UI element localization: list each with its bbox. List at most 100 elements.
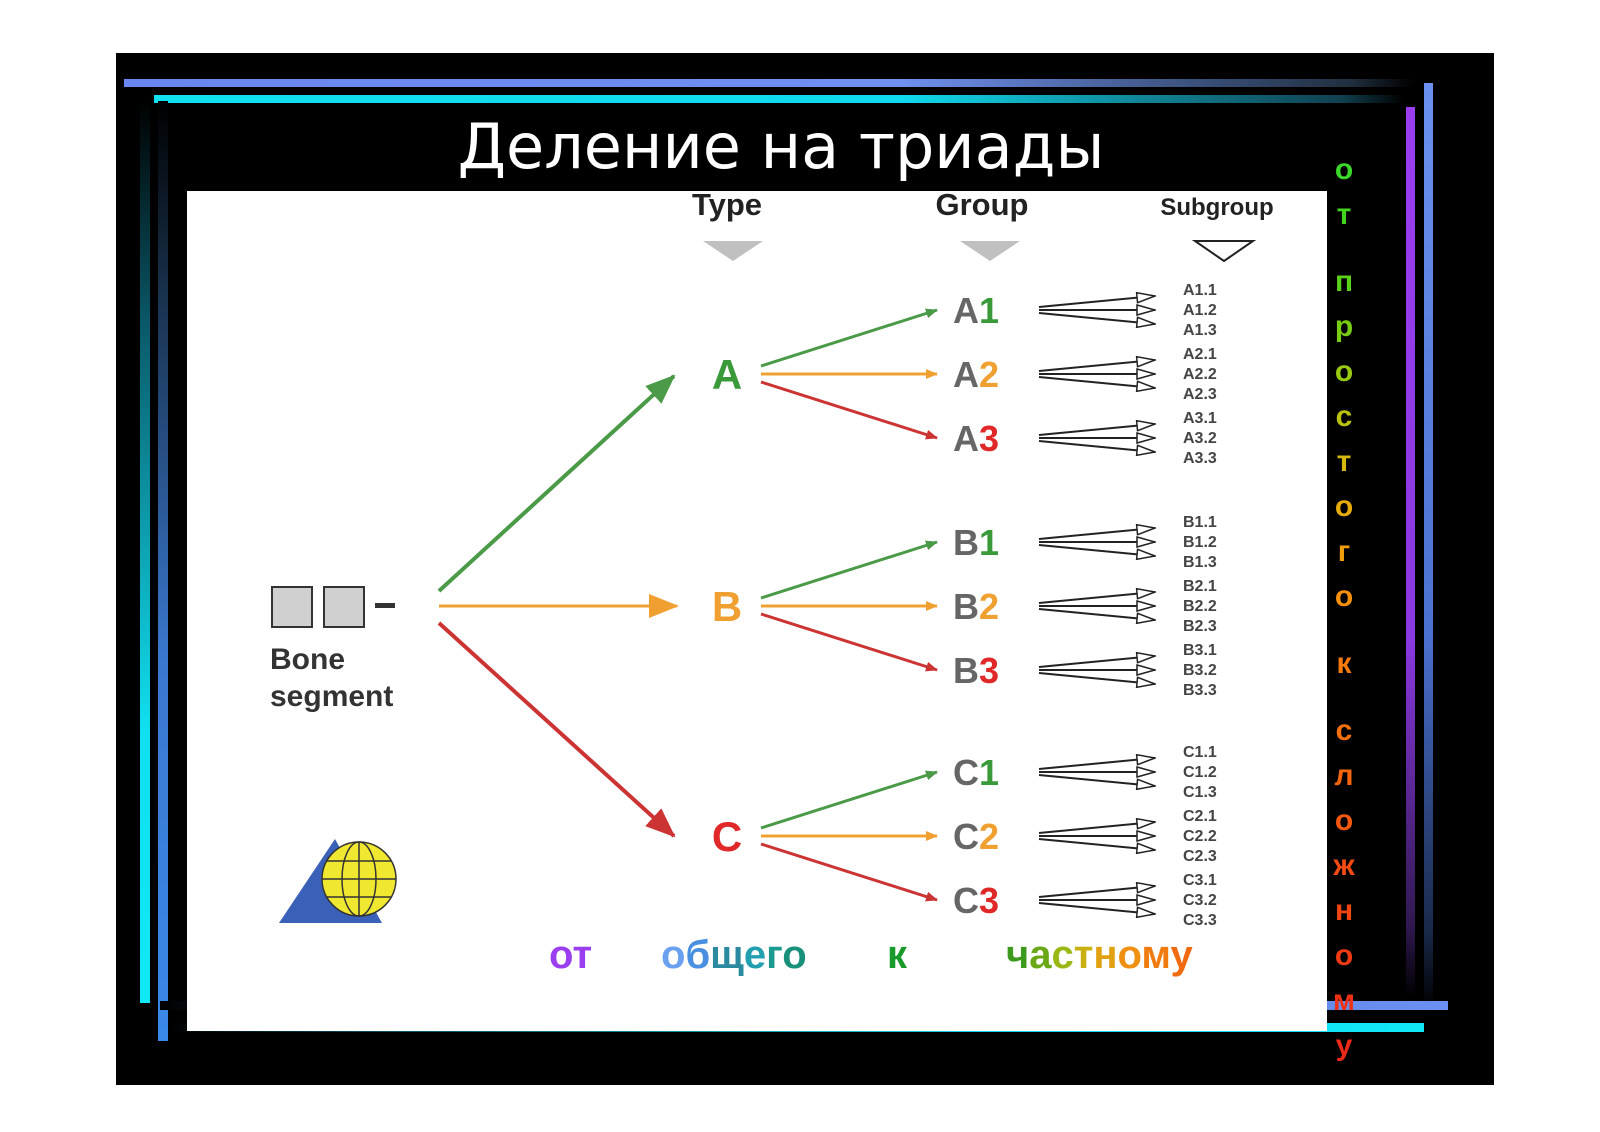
group-c1-subgroup-arrow-3 [1038,774,1155,786]
header-subgroup-marker-icon [1191,240,1257,263]
group-b1-subgroup-arrow-3 [1038,544,1155,556]
subgroup-label: C1.1 [1183,744,1217,761]
classification-panel: Type Group Subgroup Bone segment [187,191,1327,1031]
bone-segment-box-2 [323,586,365,628]
vertical-phrase-letter: о [1334,939,1354,972]
group-a2-subgroup-arrow-1 [1038,360,1155,372]
vertical-phrase-letter: к [1336,647,1352,680]
bottom-phrase-word: от [549,933,593,977]
group-a2: A2 [953,354,999,395]
frame-bar-top-1 [124,79,1414,87]
subgroup-label: C3.3 [1183,912,1217,929]
vertical-phrase-letter: с [1335,714,1353,747]
subgroup-label: C1.3 [1183,784,1217,801]
vertical-phrase-letter: т [1336,198,1352,231]
subgroup-label: C2.3 [1183,848,1217,865]
type-a: A [712,351,742,398]
subgroup-label: C2.2 [1183,828,1217,845]
vertical-phrase-gap [1328,686,1360,708]
group-c1-subgroup-arrow-1 [1038,758,1155,770]
subgroup-label: A2.1 [1183,346,1217,363]
type-c-to-group-3-arrow [760,842,938,902]
subgroup-label: A1.2 [1183,302,1217,319]
bottom-phrase-letter: о [661,933,686,977]
vertical-phrase-letter: о [1334,490,1354,523]
vertical-phrase-letter: п [1334,265,1354,298]
type-c: C [712,813,742,860]
group-b3-subgroup-arrow-3 [1038,672,1155,684]
bottom-phrase-letter: щ [710,933,744,977]
frame-bar-right-1 [1406,107,1415,997]
subgroup-label: A1.3 [1183,322,1217,339]
subgroup-label: C3.2 [1183,892,1217,909]
type-c-to-group-1-arrow [760,770,938,830]
subgroup-label: C2.1 [1183,808,1217,825]
group-a3: A3 [953,418,999,459]
bottom-phrase-letter: м [1141,933,1171,977]
header-group: Group [936,191,1029,222]
header-type: Type [692,191,762,222]
frame-bar-left-1 [140,101,150,1003]
bottom-phrase-letter: у [1170,933,1193,977]
group-c2-subgroup-arrow-3 [1038,838,1155,850]
subgroup-label: B2.1 [1183,578,1217,595]
bottom-phrase-letter: о [1117,933,1142,977]
subgroup-label: C3.1 [1183,872,1217,889]
group-b1-subgroup-arrow-1 [1038,528,1155,540]
bottom-phrase-word: к [887,933,908,977]
group-a1-subgroup-arrow-3 [1038,312,1155,324]
vertical-phrase-letter: о [1334,580,1354,613]
bottom-phrase-word: частному [1006,933,1193,978]
subgroup-label: A1.1 [1183,282,1217,299]
bone-segment-box-1 [271,586,313,628]
group-c3-subgroup-arrow-1 [1038,886,1155,898]
vertical-phrase-letter: у [1335,1029,1353,1062]
group-b1: B1 [953,522,999,563]
root-to-c-arrow [437,621,676,838]
group-b3: B3 [953,650,999,691]
type-a-to-group-3-arrow [760,380,938,440]
vertical-phrase-letter: р [1334,310,1354,343]
group-a3-subgroup-arrow-1 [1038,424,1155,436]
vertical-phrase-letter: г [1337,535,1351,568]
bottom-phrase-letter: н [1093,933,1118,977]
slide-title: Деление на триады [457,110,1105,183]
group-a1-subgroup-arrow-1 [1038,296,1155,308]
type-a-to-group-1-arrow [760,308,938,368]
bottom-phrase-letter: е [743,933,767,977]
bone-segment-label-line1: Bone [270,643,345,676]
vertical-phrase-letter: с [1335,400,1353,433]
group-a1: A1 [953,290,999,331]
bottom-phrase-letter: а [1029,933,1052,977]
subgroup-label: A3.2 [1183,430,1217,447]
vertical-phrase-letter: о [1334,804,1354,837]
bottom-phrase-word: общего [661,933,807,978]
vertical-phrase-letter: ж [1333,849,1355,882]
frame-bar-left-2 [158,101,168,1041]
root-to-a-arrow [437,374,676,593]
group-c1: C1 [953,752,999,793]
frame-bar-top-2 [154,95,1404,103]
vertical-phrase-letter: н [1334,894,1354,927]
subgroup-label: A2.2 [1183,366,1217,383]
bone-segment-label-line2: segment [270,680,393,713]
subgroup-label: B1.1 [1183,514,1217,531]
subgroup-label: B2.2 [1183,598,1217,615]
group-c3-subgroup-arrow-3 [1038,902,1155,914]
header-group-marker-icon [960,241,1020,261]
triangle-globe-icon [279,839,397,923]
subgroup-label: A3.1 [1183,410,1217,427]
vertical-phrase-gap [1328,619,1360,641]
header-subgroup: Subgroup [1160,194,1273,221]
bottom-phrase-letter: г [766,933,783,977]
frame-bar-right-2 [1424,83,1433,1007]
subgroup-label: B3.3 [1183,682,1217,699]
group-c2-subgroup-arrow-1 [1038,822,1155,834]
vertical-phrase-letter: м [1332,984,1356,1017]
subgroup-label: B3.1 [1183,642,1217,659]
subgroup-label: B2.3 [1183,618,1217,635]
group-b2-subgroup-arrow-1 [1038,592,1155,604]
